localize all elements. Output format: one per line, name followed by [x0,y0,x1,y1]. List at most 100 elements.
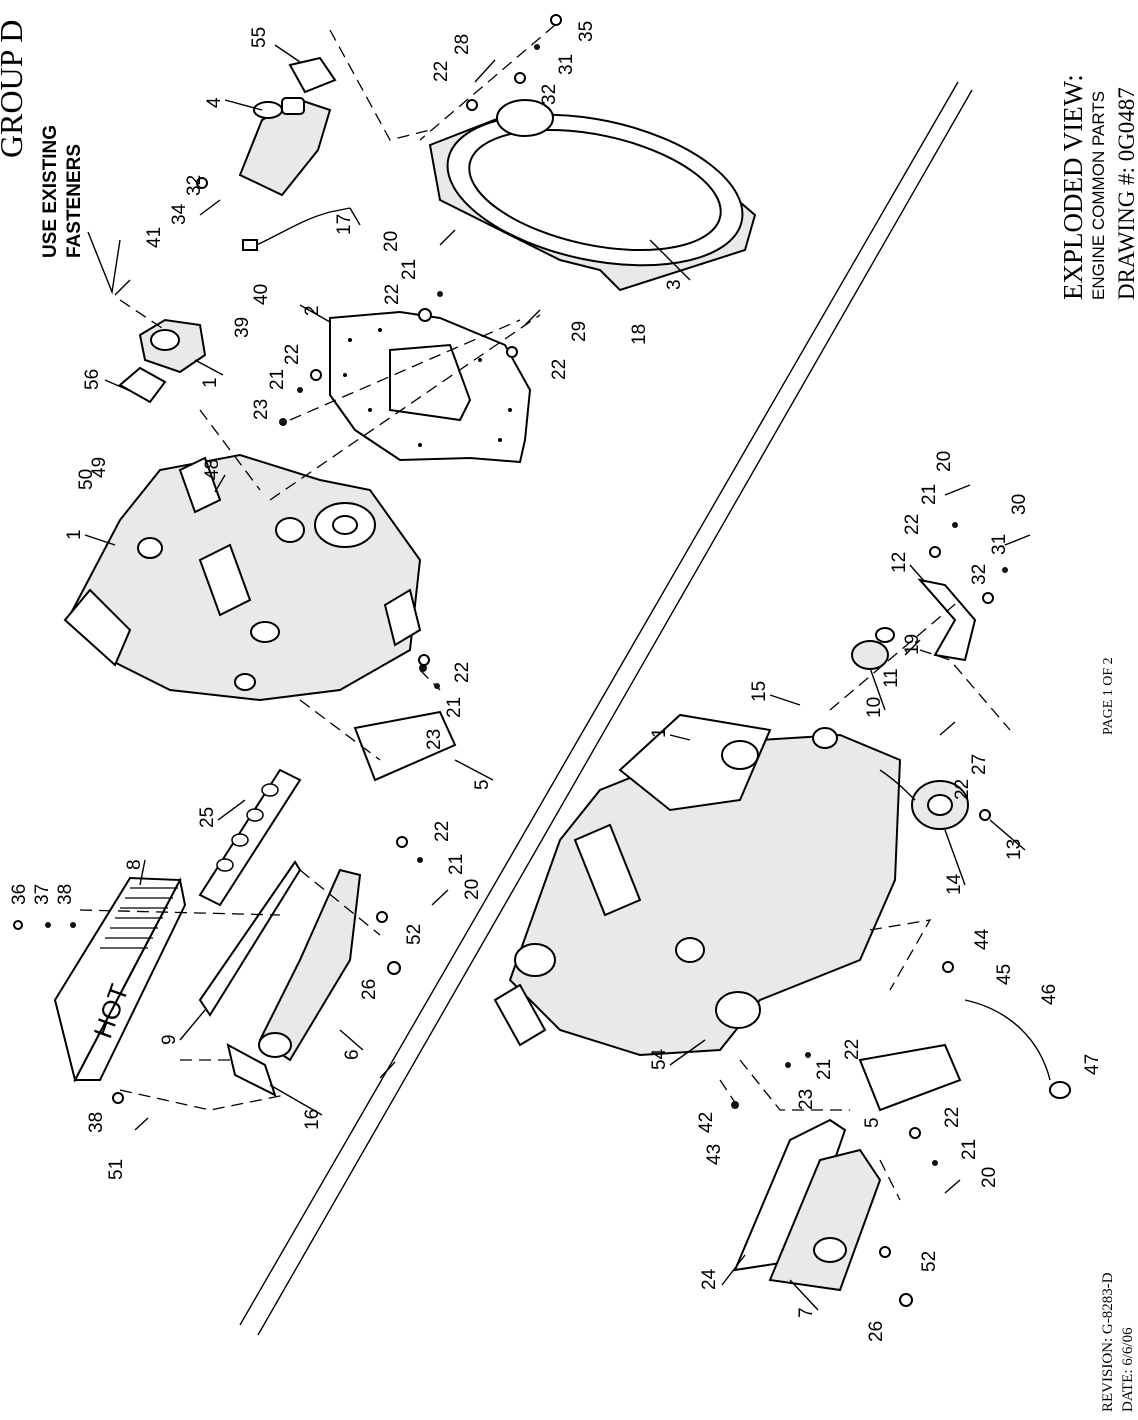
callout: 14 [944,873,965,895]
callout: 2 [302,305,323,316]
callout: 10 [864,697,885,718]
callout: 6 [342,1049,363,1060]
callout: 19 [902,634,923,655]
callout: 21 [959,1139,980,1160]
callout: 26 [866,1321,887,1342]
callout: 21 [814,1059,835,1080]
starter-motor-drawing [238,56,337,197]
callout: 22 [549,359,570,380]
callout: 37 [32,884,53,905]
note-line-2: FASTENERS [64,144,85,258]
callout: 22 [382,284,403,305]
callout: 22 [842,1039,863,1060]
callout: 21 [444,697,465,718]
callout: 49 [89,457,110,478]
revision-label: REVISION: G-8283-D [1100,1272,1116,1412]
callout: 34 [169,203,190,225]
callout: 52 [404,924,425,945]
callout: 31 [556,54,577,75]
callout: 15 [749,681,770,702]
callout: 20 [381,231,402,252]
heat-shield-drawing: HOT [53,876,187,1083]
callout: 52 [919,1251,940,1272]
fan-hub-drawing [851,640,889,670]
callout: 23 [796,1089,817,1110]
divider-line-2 [257,89,973,1336]
callout: 31 [989,534,1010,555]
callout: 8 [124,859,145,870]
callout: 43 [704,1144,725,1165]
callout: 28 [452,34,473,55]
group-label: GROUP D [0,20,29,158]
callout: 44 [972,928,993,950]
callout: 35 [576,21,597,42]
callout: 11 [881,668,902,688]
callout: 45 [994,964,1015,985]
callout: 56 [82,369,103,390]
callout: 23 [424,729,445,750]
callout: 21 [399,259,420,280]
callout: 20 [979,1167,1000,1188]
page-indicator: PAGE 1 OF 2 [1101,657,1116,735]
callout: 1 [200,377,221,388]
callout: 50 [76,469,97,490]
engine-block-drawing [63,453,422,702]
view-subtitle: ENGINE COMMON PARTS [1089,91,1108,300]
callout: 16 [302,1109,323,1130]
callout: 54 [649,1048,670,1070]
callout: 27 [969,754,990,775]
callout: 20 [462,879,483,900]
callout: 17 [334,214,355,235]
callout: 22 [952,779,973,800]
callout: 22 [432,821,453,842]
callout: 42 [696,1112,717,1133]
callout: 32 [184,175,205,196]
callout: 47 [1082,1054,1103,1075]
callout: 38 [86,1112,107,1133]
view-title: EXPLODED VIEW: [1058,74,1088,300]
callout: 32 [969,564,990,585]
divider-line-1 [239,81,959,1326]
thermostat-housing-drawing [118,318,207,404]
callout: 9 [159,1034,180,1045]
callout: 55 [249,27,270,48]
callout: 41 [144,227,165,248]
callout: 30 [1009,494,1030,515]
callout: 46 [1039,984,1060,1005]
drawing-number: DRAWING #: 0G0487 [1114,87,1138,300]
callout: 22 [942,1107,963,1128]
callout: 20 [934,451,955,472]
callout: 39 [232,317,253,338]
callout: 32 [539,84,560,105]
callout: 21 [267,369,288,390]
callout: 5 [862,1117,883,1128]
flywheel-housing-drawing [428,99,757,292]
callout: 22 [902,514,923,535]
callout: 51 [106,1159,127,1180]
callout: 1 [64,529,85,540]
callout: 13 [1004,839,1025,860]
callout: 48 [202,459,223,480]
callout: 7 [796,1307,817,1318]
callout: 4 [204,97,225,108]
callout: 22 [282,344,303,365]
exhaust-manifold-drawing [258,868,362,1062]
note-leader [87,231,121,295]
callout: 24 [699,1268,720,1290]
engine-assembly-drawing [493,713,902,1057]
callout: 29 [569,321,590,342]
callout: 25 [197,807,218,828]
callout: 3 [664,279,685,290]
callout: 5 [472,779,493,790]
callout: 40 [251,284,272,305]
callout: 23 [251,399,272,420]
callout: 36 [9,884,30,905]
callout: 1 [649,727,670,738]
revision-date: DATE: 6/6/06 [1120,1327,1136,1412]
callout: 22 [431,61,452,82]
callout: 18 [629,324,650,345]
callout: 12 [889,552,910,573]
callout: 26 [359,979,380,1000]
note-line-1: USE EXISTING [40,125,61,258]
